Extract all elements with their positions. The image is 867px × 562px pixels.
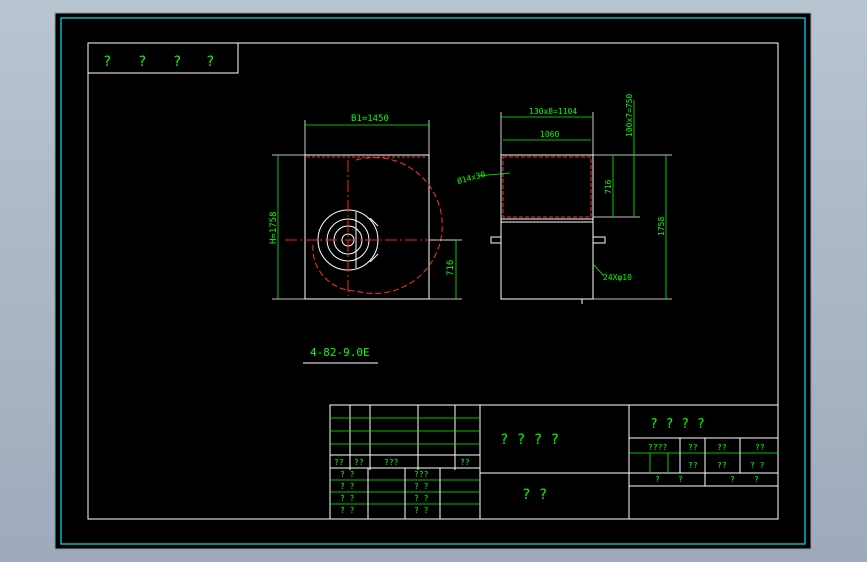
title-block-cell: ? ? — [750, 461, 765, 470]
side-total-height-dimension: 1758 — [657, 217, 666, 236]
company-name: ? ? ? ? — [650, 417, 705, 432]
side-width-dimension: 1060 — [540, 130, 559, 139]
stamp-box: ? ? ? ? — [87, 42, 239, 74]
title-block-cell: ? — [754, 475, 759, 484]
side-top-dimension: 130x8=1104 — [529, 107, 577, 116]
title-block-cell: ???? — [648, 443, 667, 452]
front-height-dimension: H=1758 — [269, 211, 279, 244]
title-block-cell: ?? — [354, 458, 364, 467]
volute-curve — [355, 157, 443, 294]
title-block-cell: ??? — [384, 458, 399, 467]
stamp-mark: ? — [173, 54, 181, 70]
title-block-cell: ??? — [414, 470, 429, 479]
title-block-cell: ?? — [688, 443, 698, 452]
title-block-cell: ? ? — [340, 482, 355, 491]
title-block-cell: ? ? — [414, 506, 429, 515]
title-block-cell: ? — [678, 475, 683, 484]
title-block: ?? ?? ??? ?? ? ? ??? ? ? ? ? ? ? ? ? ? ?… — [329, 404, 779, 520]
bolt-callout: 24Xφ10 — [603, 273, 632, 282]
title-block-cell: ?? — [755, 443, 765, 452]
front-outlet-dimension: 716 — [446, 260, 456, 276]
stamp-mark: ? — [103, 54, 111, 70]
title-block-cell: ? ? — [340, 494, 355, 503]
drawing-title: ? ? ? ? — [500, 432, 559, 448]
front-width-dimension: B1=1450 — [351, 114, 389, 124]
model-label: 4-82-9.0E — [310, 346, 370, 359]
sheet-border — [60, 17, 806, 545]
title-block-cell: ?? — [334, 458, 344, 467]
stamp-mark: ? — [138, 54, 146, 70]
side-flange-dimension: 100x7=750 — [625, 93, 634, 137]
title-block-cell: ?? — [688, 461, 698, 470]
side-housing — [500, 154, 594, 300]
shaft — [490, 236, 502, 244]
housing-outline — [304, 154, 430, 300]
title-block-cell: ? — [655, 475, 660, 484]
title-block-cell: ?? — [460, 458, 470, 467]
stamp-mark: ? — [206, 54, 214, 70]
side-view: 130x8=1104 1060 716 100x7=750 1758 Ø14x3… — [456, 93, 672, 304]
title-block-cell: ? ? — [414, 494, 429, 503]
title-block-cell: ? ? — [340, 470, 355, 479]
title-block-cell: ? ? — [340, 506, 355, 515]
drawing-canvas — [54, 12, 812, 550]
drawing-number: ? ? — [522, 487, 547, 503]
title-block-cell: ?? — [717, 461, 727, 470]
outlet-flange — [502, 156, 592, 218]
title-block-cell: ? — [730, 475, 735, 484]
front-view: B1=1450 H=1758 716 — [269, 114, 462, 300]
side-upper-dimension: 716 — [604, 179, 613, 194]
title-block-cell: ?? — [717, 443, 727, 452]
title-block-cell: ? ? — [414, 482, 429, 491]
